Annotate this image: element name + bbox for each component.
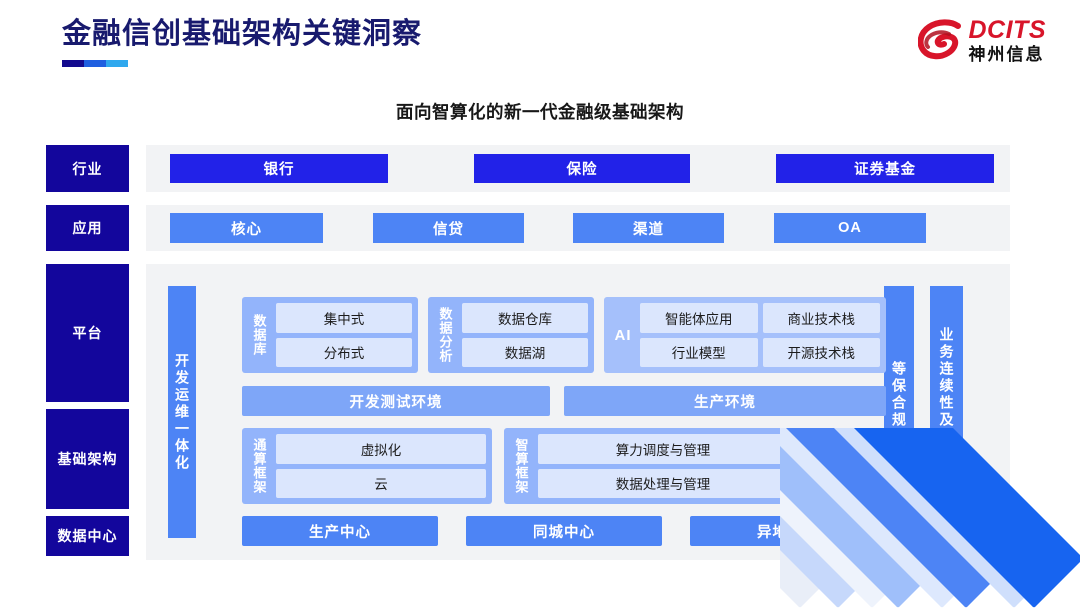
- group-data-analytics-cells: 数据仓库 数据湖: [462, 303, 588, 367]
- cell-compute-scheduling[interactable]: 算力调度与管理: [538, 434, 788, 464]
- sidebar-item-platform[interactable]: 平台: [46, 264, 129, 402]
- vertical-bar-devops[interactable]: 开发运维一体化: [168, 286, 196, 538]
- group-data-analytics-label: 数据分析: [437, 307, 453, 363]
- application-item-core[interactable]: 核心: [170, 213, 323, 243]
- group-intelligent-compute-cells: 算力调度与管理 数据处理与管理: [538, 434, 788, 498]
- brand-logo: DCITS 神州信息: [917, 16, 1047, 64]
- group-general-compute-label: 通算框架: [251, 438, 267, 494]
- sidebar-item-infrastructure[interactable]: 基础架构: [46, 409, 129, 509]
- application-item-oa[interactable]: OA: [774, 213, 926, 243]
- datacenter-metro[interactable]: 同城中心: [466, 516, 662, 546]
- group-intelligent-compute-framework: 智算框架 算力调度与管理 数据处理与管理 训练 推理: [504, 428, 886, 504]
- group-database: 数据库 集中式 分布式: [242, 297, 418, 373]
- group-ai-label: AI: [614, 326, 632, 344]
- sidebar-item-industry[interactable]: 行业: [46, 145, 129, 192]
- logo-cn-text: 神州信息: [968, 45, 1045, 64]
- group-general-compute-cells: 虚拟化 云: [276, 434, 486, 498]
- page-title: 金融信创基础架构关键洞察: [62, 18, 423, 50]
- sidebar-item-datacenter[interactable]: 数据中心: [46, 516, 129, 556]
- title-rule-segment-2: [84, 60, 106, 68]
- group-intelligent-compute-label: 智算框架: [513, 438, 529, 494]
- title-underline-rule: [62, 60, 128, 68]
- group-ai-cells: 智能体应用 商业技术栈 行业模型 开源技术栈: [640, 303, 880, 367]
- title-rule-segment-1: [62, 60, 84, 68]
- cell-train-label: 训练: [823, 448, 851, 464]
- cell-agent-application[interactable]: 智能体应用: [640, 303, 758, 333]
- industry-item-insurance[interactable]: 保险: [474, 154, 690, 183]
- application-item-credit[interactable]: 信贷: [373, 213, 524, 243]
- logo-text: DCITS 神州信息: [968, 16, 1047, 64]
- cell-commercial-tech-stack[interactable]: 商业技术栈: [762, 303, 880, 333]
- cell-data-lake[interactable]: 数据湖: [462, 337, 588, 367]
- swirl-logo-icon: [917, 18, 962, 63]
- datacenter-production[interactable]: 生产中心: [242, 516, 438, 546]
- layer-label-sidebar: 行业 应用 平台 基础架构 数据中心: [46, 145, 129, 556]
- cell-data-warehouse[interactable]: 数据仓库: [462, 303, 588, 333]
- group-general-compute-framework: 通算框架 虚拟化 云: [242, 428, 492, 504]
- cell-opensource-tech-stack[interactable]: 开源技术栈: [762, 337, 880, 367]
- subtitle: 面向智算化的新一代金融级基础架构: [396, 102, 684, 122]
- cell-virtualization[interactable]: 虚拟化: [276, 434, 486, 464]
- cell-data-processing[interactable]: 数据处理与管理: [538, 468, 788, 498]
- cell-infer-label: 推理: [823, 467, 851, 482]
- group-ai: AI 智能体应用 商业技术栈 行业模型 开源技术栈: [604, 297, 886, 373]
- group-data-analytics: 数据分析 数据仓库 数据湖: [428, 297, 594, 373]
- title-rule-segment-3: [106, 60, 128, 68]
- logo-en-text: DCITS: [968, 16, 1046, 44]
- cell-cloud[interactable]: 云: [276, 468, 486, 498]
- platform-panel: 开发运维一体化 等保合规安全 业务连续性及数据保护 数据库 集中式 分布式 数据…: [146, 264, 1010, 560]
- sidebar-item-application[interactable]: 应用: [46, 205, 129, 251]
- industry-item-securities-funds[interactable]: 证券基金: [776, 154, 994, 183]
- application-row: 核心 信贷 渠道 OA: [146, 205, 1010, 251]
- env-production[interactable]: 生产环境: [564, 386, 886, 416]
- industry-row: 银行 保险 证券基金: [146, 145, 1010, 192]
- cell-distributed[interactable]: 分布式: [276, 337, 412, 367]
- group-database-label: 数据库: [251, 314, 267, 356]
- cell-centralized[interactable]: 集中式: [276, 303, 412, 333]
- header-title-block: 金融信创基础架构关键洞察: [62, 18, 423, 68]
- application-item-channel[interactable]: 渠道: [573, 213, 724, 243]
- cell-train-infer[interactable]: 训练 推理: [794, 434, 880, 498]
- industry-item-bank[interactable]: 银行: [170, 154, 388, 183]
- group-database-cells: 集中式 分布式: [276, 303, 412, 367]
- datacenter-remote[interactable]: 异地中心: [690, 516, 886, 546]
- vertical-bar-business-continuity[interactable]: 业务连续性及数据保护: [930, 286, 963, 538]
- cell-industry-model[interactable]: 行业模型: [640, 337, 758, 367]
- vertical-bar-compliance-security[interactable]: 等保合规安全: [884, 286, 914, 538]
- env-dev-test[interactable]: 开发测试环境: [242, 386, 550, 416]
